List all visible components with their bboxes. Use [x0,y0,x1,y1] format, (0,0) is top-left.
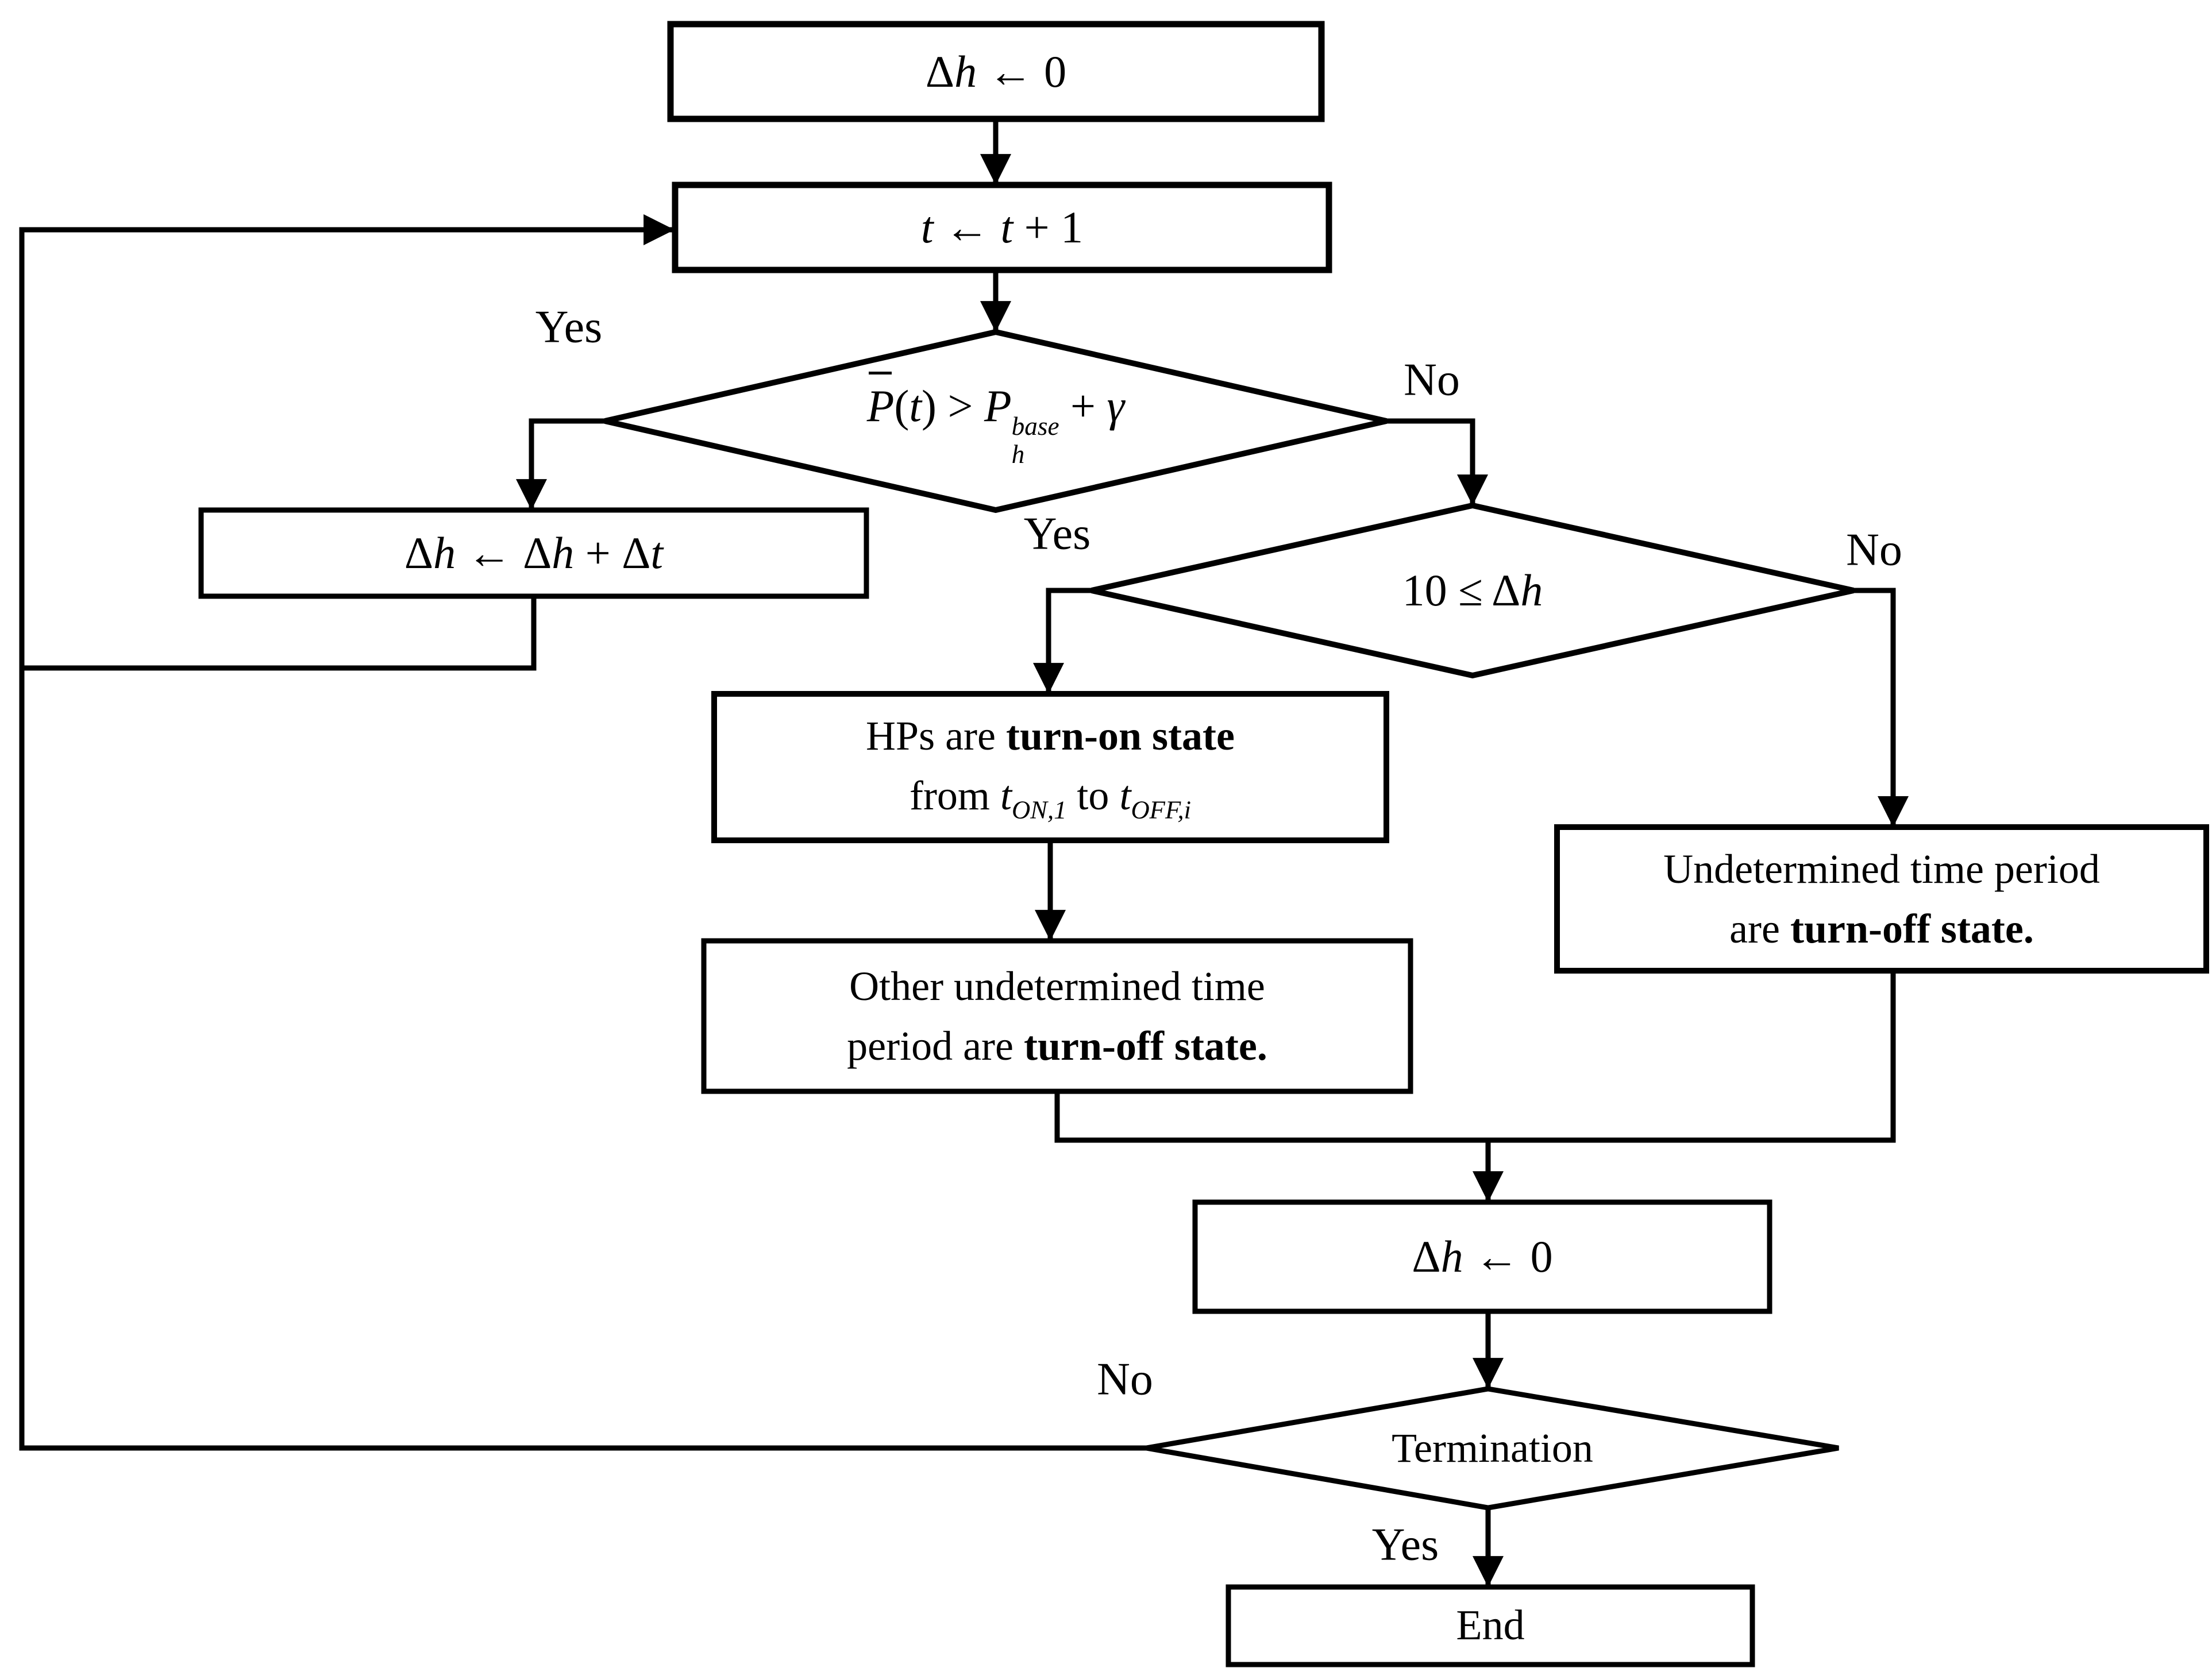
subscript-on1-text: ON,1 [1011,795,1067,824]
gamma-symbol: γ [1107,381,1125,431]
plus-one: + 1 [1013,202,1084,253]
arrow-duration-no-to-undetermined-off [1851,588,1909,828]
turn-on-line2: from tON,1 to tOFF,i [866,766,1235,828]
undetermined-line2: are turn-off state. [1663,899,2100,959]
subscript-offi-text: OFF,i [1131,795,1191,824]
decision-diamond-duration-check [1090,502,1855,679]
var-t: t [650,528,664,578]
text-from: from [909,773,1000,819]
p-bar-symbol: P [867,372,894,438]
delta-symbol: Δ [622,528,651,578]
other-off-line1: Other undetermined time [847,956,1267,1016]
other-off-state-label: Other undetermined time period are turn-… [704,941,1411,1091]
delta-symbol: Δ [404,528,434,578]
subscript-h: h [1011,439,1025,469]
termination-text: Termination [1392,1425,1593,1472]
decision-diamond-power-check [604,329,1388,513]
init-dh-label: Δh ← 0 [670,24,1321,119]
greater-than: ) > [922,381,984,431]
other-off-line2: period are turn-off state. [847,1016,1267,1076]
line-other-off-to-merge [1054,1088,1491,1143]
text-turn-off-state: turn-off state. [1023,1023,1267,1069]
arrow-duration-yes-to-turn-on [1033,588,1095,694]
delta-symbol: Δ [925,46,955,96]
branch-label-power-yes: Yes [535,302,603,353]
assign-zero: ← 0 [1463,1231,1553,1282]
arrow-power-yes-to-accumulate [516,418,608,511]
var-t-on: t [1000,773,1012,819]
duration-check-condition-label: 10 ≤ Δh [1092,505,1853,675]
var-t: t [1000,202,1013,253]
var-h: h [433,528,456,578]
delta-symbol: Δ [1412,1231,1441,1282]
branch-label-termination-no: No [1097,1354,1153,1405]
branch-label-termination-yes: Yes [1371,1519,1439,1570]
end-label: End [1228,1587,1752,1665]
delta-symbol: Δ [523,528,552,578]
accumulate-dh-label: Δh ← Δh + Δt [201,510,866,596]
text-undetermined-period: Undetermined time period [1663,845,2100,892]
var-h: h [954,46,977,96]
branch-label-duration-yes: Yes [1023,508,1091,559]
turn-on-state-label: HPs are turn-on state from tON,1 to tOFF… [714,694,1386,840]
plus-sign: + [574,528,622,578]
termination-label: Termination [1146,1389,1839,1508]
increment-t-label: t ← t + 1 [675,185,1329,270]
line-accumulate-to-loop [21,593,537,671]
delta-symbol: Δ [1492,565,1521,616]
assign-arrow: ← [933,202,1001,253]
undetermined-off-state-label: Undetermined time period are turn-off st… [1557,827,2206,971]
var-t-off: t [1119,773,1131,819]
superscript-base: base [1011,411,1059,441]
branch-label-duration-no: No [1846,524,1902,576]
text-to: to [1066,773,1120,819]
arrow-power-no-to-duration-check [1384,418,1488,506]
assign-arrow: ← [456,528,523,578]
arrow-termination-no-loop-to-increment [19,214,1149,1451]
var-h: h [552,528,575,578]
text-are: are [1729,906,1790,952]
line-undetermined-off-to-merge [1485,968,1896,1143]
end-text: End [1456,1601,1525,1649]
turn-on-line1: HPs are turn-on state [866,706,1235,766]
subscript-offi: OFF,i [1131,796,1191,824]
text-hps-are: HPs are [866,712,1006,759]
var-t: t [920,202,934,253]
text-period-are: period are [847,1023,1024,1069]
text-other-undetermined: Other undetermined time [849,963,1265,1009]
reset-dh-label: Δh ← 0 [1195,1202,1770,1311]
plus-sign: + [1059,381,1107,431]
var-h: h [1440,1231,1463,1282]
undetermined-line1: Undetermined time period [1663,839,2100,899]
text-turn-off-state: turn-off state. [1790,906,2034,952]
var-h: h [1520,565,1543,616]
assign-zero: ← 0 [977,46,1067,96]
p-base-symbol: P [984,381,1012,431]
ten-leq: 10 ≤ [1402,565,1492,616]
branch-label-power-no: No [1404,354,1460,406]
paren-open: ( [894,381,910,431]
text-turn-on-state: turn-on state [1005,712,1235,759]
subscript-on1: ON,1 [1012,796,1066,824]
var-t: t [909,381,922,431]
